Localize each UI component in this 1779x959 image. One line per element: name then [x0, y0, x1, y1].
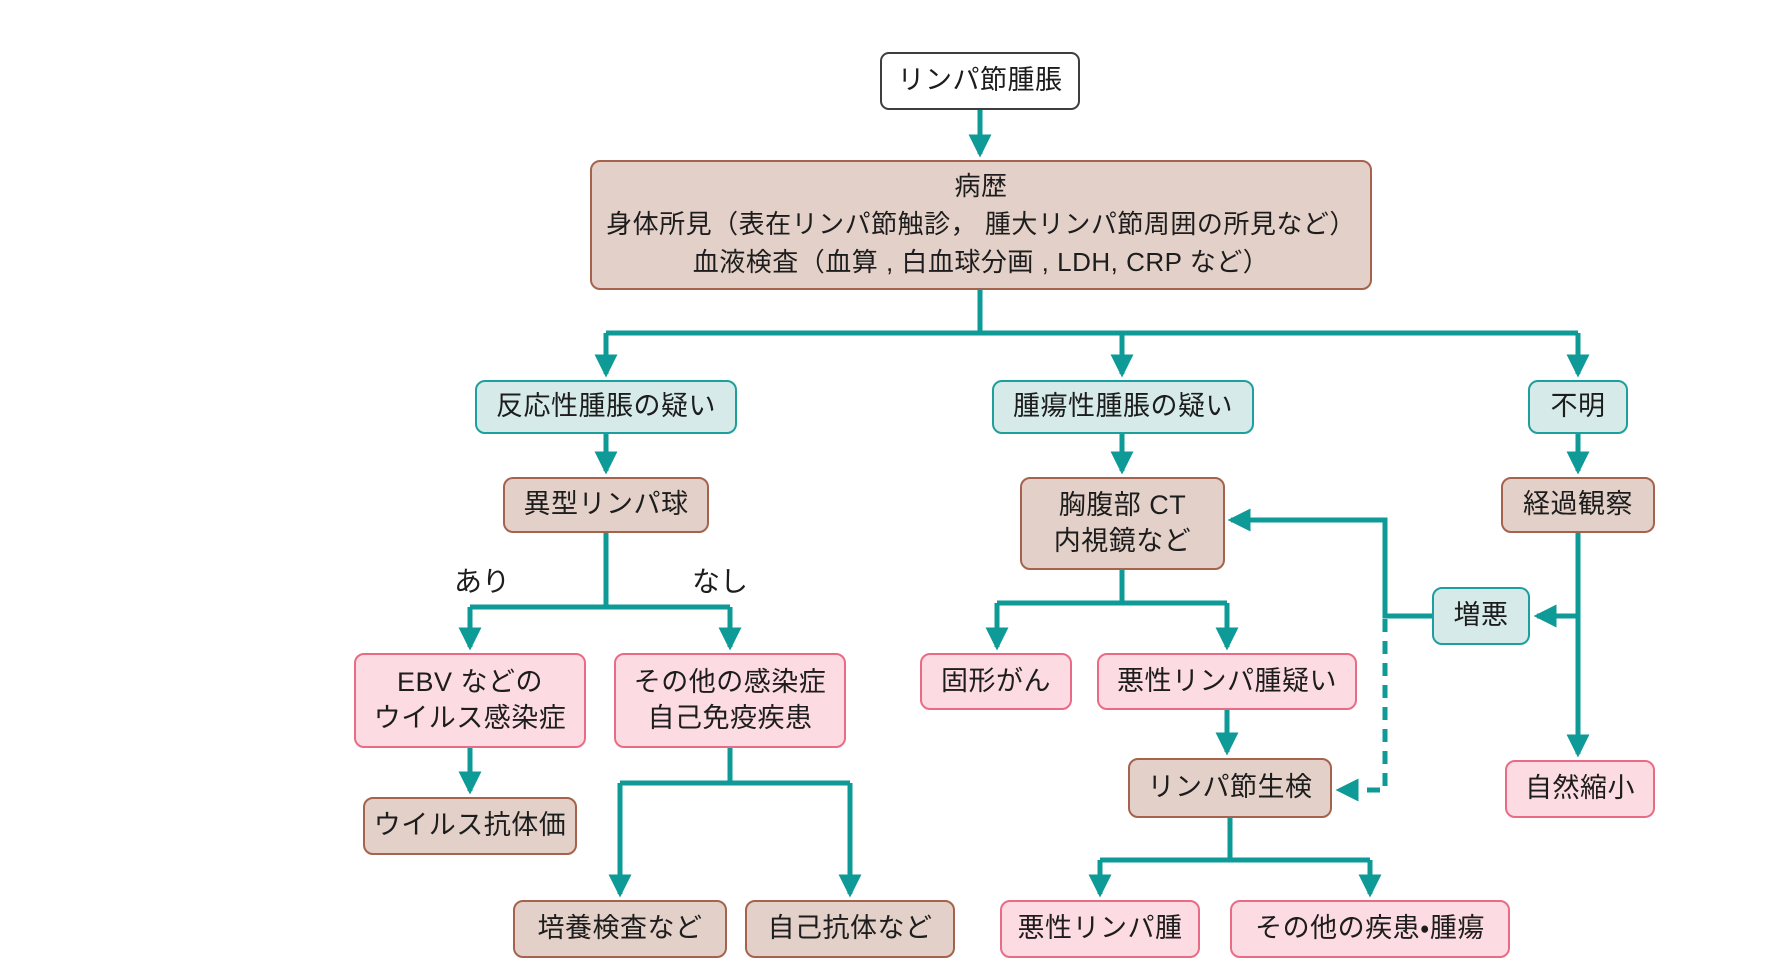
node-spontaneous-regression: 自然縮小 [1505, 760, 1655, 818]
edge-label-present: あり [453, 566, 510, 597]
node-biopsy-label: リンパ節生検 [1147, 772, 1313, 803]
node-ct-endoscopy: 胸腹部 CT 内視鏡など [1020, 477, 1225, 570]
node-atypical-lymphocytes: 異型リンパ球 [503, 477, 709, 533]
node-lymphadenopathy: リンパ節腫脹 [880, 52, 1080, 110]
node-shrink-label: 自然縮小 [1525, 773, 1635, 804]
edge-label-absent: なし [691, 566, 748, 597]
node-autoantibody-tests: 自己抗体など [745, 900, 955, 958]
node-unknown-label: 不明 [1550, 391, 1606, 422]
node-neoplastic-swelling-suspected: 腫瘍性腫脹の疑い [992, 380, 1254, 434]
node-reactive-swelling-suspected: 反応性腫脹の疑い [475, 380, 737, 434]
connector-spines [470, 290, 1578, 863]
node-worsening-label: 増悪 [1453, 600, 1509, 631]
node-malignant-lymphoma-suspected: 悪性リンパ腫疑い [1097, 653, 1357, 710]
node-observation-label: 経過観察 [1523, 489, 1633, 520]
node-solid-cancer: 固形がん [920, 653, 1072, 710]
node-ct-line2: 内視鏡など [1053, 525, 1192, 556]
node-solid-cancer-label: 固形がん [941, 665, 1051, 696]
node-virus-antibody-titer: ウイルス抗体価 [363, 797, 577, 855]
workup-line-physical: 身体所見（表在リンパ節触診， 腫大リンパ節周囲の所見など） [606, 209, 1356, 240]
arrow-worse-to-ct [1227, 508, 1432, 619]
node-worsening: 増悪 [1432, 587, 1530, 645]
node-tumor-label: 腫瘍性腫脹の疑い [1013, 391, 1233, 422]
node-reactive-label: 反応性腫脹の疑い [496, 391, 716, 422]
node-lymphadenopathy-label: リンパ節腫脹 [897, 65, 1063, 96]
node-culture-tests: 培養検査など [513, 900, 727, 958]
node-other-disease-tumor: その他の疾患・腫瘍 [1230, 900, 1510, 958]
node-lymphoma-suspect-label: 悪性リンパ腫疑い [1117, 665, 1337, 696]
node-autoantibody-label: 自己抗体など [767, 913, 933, 944]
workup-line-history: 病歴 [954, 171, 1008, 202]
node-virus-titer-label: ウイルス抗体価 [373, 810, 567, 841]
node-other-infection-line2: 自己免疫疾患 [647, 702, 813, 733]
node-ebv-viral-infection: EBV などの ウイルス感染症 [354, 653, 586, 748]
node-atypical-label: 異型リンパ球 [523, 489, 689, 520]
node-other-infection-autoimmune: その他の感染症 自己免疫疾患 [614, 653, 846, 748]
node-ebv-line2: ウイルス感染症 [373, 702, 567, 733]
node-unknown: 不明 [1528, 380, 1628, 434]
workup-line-blood: 血液検査（血算 , 白血球分画 , LDH, CRP など） [692, 246, 1270, 277]
node-lymph-node-biopsy: リンパ節生検 [1128, 758, 1332, 818]
node-other-infection-line1: その他の感染症 [633, 666, 827, 697]
node-culture-label: 培養検査など [537, 913, 703, 944]
node-malignant-lymphoma: 悪性リンパ腫 [1000, 900, 1200, 958]
node-ebv-line1: EBV などの [396, 666, 544, 697]
node-ct-line1: 胸腹部 CT [1058, 489, 1187, 520]
arrow-worse-to-biopsy-dashed [1335, 619, 1388, 802]
node-initial-workup: 病歴 身体所見（表在リンパ節触診， 腫大リンパ節周囲の所見など） 血液検査（血算… [590, 160, 1372, 290]
node-other-disease-label: その他の疾患・腫瘍 [1255, 913, 1485, 944]
node-observation: 経過観察 [1501, 477, 1655, 533]
node-malignant-label: 悪性リンパ腫 [1017, 913, 1183, 944]
